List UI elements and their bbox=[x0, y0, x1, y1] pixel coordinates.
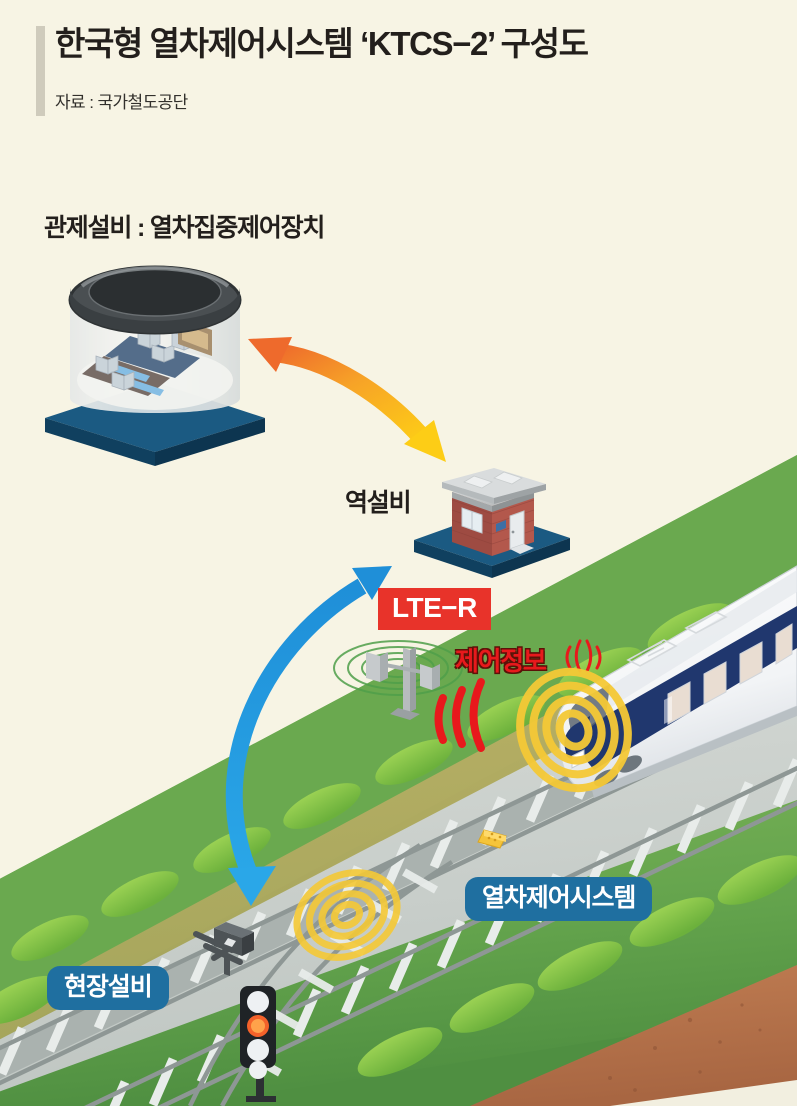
arrow-control-station bbox=[248, 337, 446, 462]
track-balise-yellow-waves bbox=[293, 869, 401, 961]
label-station-facility: 역설비 bbox=[345, 489, 412, 517]
badge-lte-r-text: LTE−R bbox=[378, 588, 491, 630]
badge-lte-r: LTE−R bbox=[378, 588, 491, 630]
control-info-small-waves bbox=[565, 639, 602, 673]
lte-r-radio-mast bbox=[333, 640, 463, 720]
label-control-facility: 관제설비 : 열차집중제어장치 bbox=[44, 214, 325, 242]
badge-train-control-system: 열차제어시스템 bbox=[465, 877, 653, 921]
title-accent-bar bbox=[36, 26, 45, 116]
track-balise bbox=[477, 829, 507, 849]
source-note: 자료 : 국가철도공단 bbox=[55, 93, 188, 112]
control-center-building bbox=[45, 265, 265, 466]
badge-field-facility: 현장설비 bbox=[47, 966, 169, 1010]
label-control-info: 제어정보 bbox=[455, 646, 547, 676]
point-machine bbox=[193, 922, 254, 976]
control-info-red-waves bbox=[434, 678, 485, 752]
arrow-station-field bbox=[225, 566, 392, 906]
wayside-signal bbox=[240, 986, 276, 1102]
header: 한국형 열차제어시스템 ‘KTCS−2’ 구성도 자료 : 국가철도공단 bbox=[0, 0, 797, 140]
station-equipment-building bbox=[414, 468, 570, 578]
page-title: 한국형 열차제어시스템 ‘KTCS−2’ 구성도 bbox=[55, 25, 589, 62]
badge-field-facility-text: 현장설비 bbox=[47, 966, 169, 1010]
badge-train-control-system-text: 열차제어시스템 bbox=[465, 877, 653, 921]
train-front-yellow-waves bbox=[516, 667, 632, 793]
